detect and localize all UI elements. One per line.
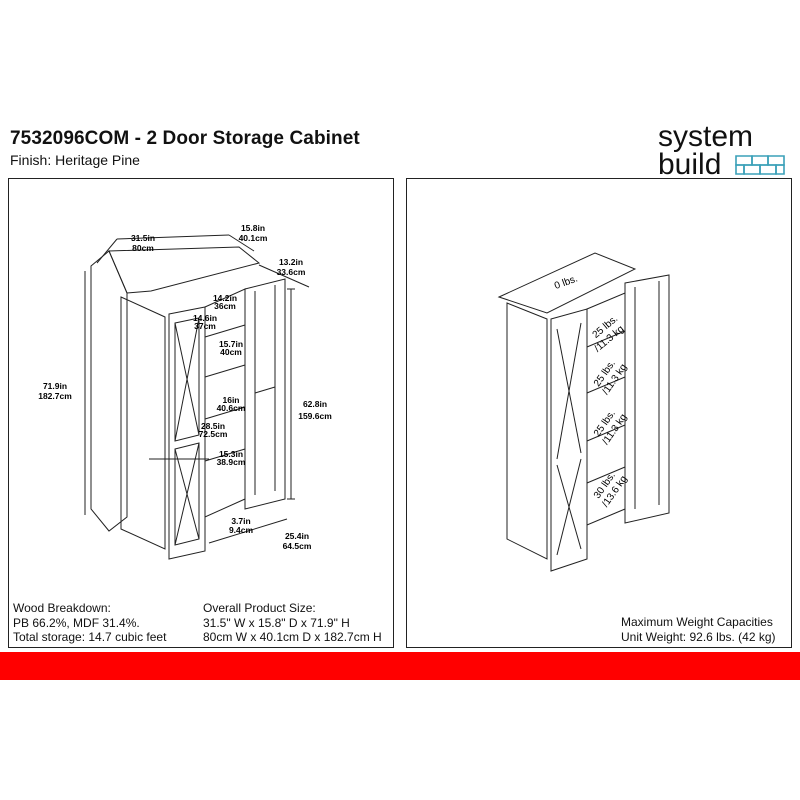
shelf4-in-label: 15.3in bbox=[219, 449, 243, 459]
inner-depth-in-label: 14.6in bbox=[193, 313, 217, 323]
shelf3-in-label: 16in bbox=[222, 395, 239, 405]
foot-cm-label: 9.4cm bbox=[229, 525, 254, 535]
door-depth-cm-label: 33.6cm bbox=[277, 267, 306, 277]
weight-panel: 0 lbs. 25 lbs. /11.3 kg 25 lbs. /11.3 kg… bbox=[406, 178, 792, 648]
wood-breakdown: Wood Breakdown: PB 66.2%, MDF 31.4%. Tot… bbox=[13, 601, 166, 645]
width-in-label: 31.5in bbox=[131, 233, 155, 243]
top-panel-shape bbox=[109, 247, 259, 293]
weight-drawing: 0 lbs. 25 lbs. /11.3 kg 25 lbs. /11.3 kg… bbox=[407, 179, 791, 599]
inner-width-cm-label: 72.5cm bbox=[199, 429, 228, 439]
open-depth-in-label: 25.4in bbox=[285, 531, 309, 541]
overall-size-heading: Overall Product Size: bbox=[203, 601, 316, 615]
logo-line-1: system bbox=[658, 120, 753, 153]
weight-capacities: Maximum Weight Capacities Unit Weight: 9… bbox=[621, 615, 776, 644]
width-cm-label: 80cm bbox=[132, 243, 154, 253]
foot-in-label: 3.7in bbox=[231, 516, 250, 526]
top-weight-label: 0 lbs. bbox=[553, 273, 579, 292]
overall-size: Overall Product Size: 31.5" W x 15.8" D … bbox=[203, 601, 382, 645]
shelf3-cm-label: 40.6cm bbox=[217, 403, 246, 413]
shelf1-in-label: 14.2in bbox=[213, 293, 237, 303]
overall-size-metric: 80cm W x 40.1cm D x 182.7cm H bbox=[203, 630, 382, 644]
open-depth-cm-label: 64.5cm bbox=[283, 541, 312, 551]
finish-label: Finish: Heritage Pine bbox=[10, 152, 140, 168]
unit-weight: Unit Weight: 92.6 lbs. (42 kg) bbox=[621, 629, 776, 644]
weight-capacities-heading: Maximum Weight Capacities bbox=[621, 615, 773, 629]
wood-breakdown-heading: Wood Breakdown: bbox=[13, 601, 111, 615]
shelf4-cm-label: 38.9cm bbox=[217, 457, 246, 467]
shelf2-cm-label: 40cm bbox=[220, 347, 242, 357]
height-cm-label: 182.7cm bbox=[38, 391, 72, 401]
product-title: 7532096COM - 2 Door Storage Cabinet bbox=[10, 128, 360, 149]
dimension-labels: 31.5in 80cm 15.8in 40.1cm 13.2in 33.6cm … bbox=[38, 223, 332, 551]
top-panel-shape bbox=[499, 253, 635, 313]
brick-logo-icon bbox=[736, 156, 784, 174]
side-panel-shape bbox=[91, 251, 127, 531]
dimension-drawing: 31.5in 80cm 15.8in 40.1cm 13.2in 33.6cm … bbox=[38, 223, 332, 599]
door-height-cm-label: 159.6cm bbox=[298, 411, 332, 421]
total-storage: Total storage: 14.7 cubic feet bbox=[13, 630, 167, 644]
depth-cm-label: 40.1cm bbox=[239, 233, 268, 243]
system-build-logo: system build bbox=[658, 120, 794, 180]
shelf1-cm-label: 36cm bbox=[214, 301, 236, 311]
logo-line-2: build bbox=[658, 148, 721, 180]
door-depth-in-label: 13.2in bbox=[279, 257, 303, 267]
dimensions-panel: 31.5in 80cm 15.8in 40.1cm 13.2in 33.6cm … bbox=[8, 178, 394, 648]
inner-depth-cm-label: 37cm bbox=[194, 321, 216, 331]
shelf2-in-label: 15.7in bbox=[219, 339, 243, 349]
wood-breakdown-values: PB 66.2%, MDF 31.4%. bbox=[13, 615, 140, 630]
inner-width-in-label: 28.5in bbox=[201, 421, 225, 431]
door-height-in-label: 62.8in bbox=[303, 399, 327, 409]
overall-size-imperial: 31.5" W x 15.8" D x 71.9" H bbox=[203, 615, 350, 630]
depth-in-label: 15.8in bbox=[241, 223, 265, 233]
red-footer-band bbox=[0, 652, 800, 680]
height-in-label: 71.9in bbox=[43, 381, 67, 391]
